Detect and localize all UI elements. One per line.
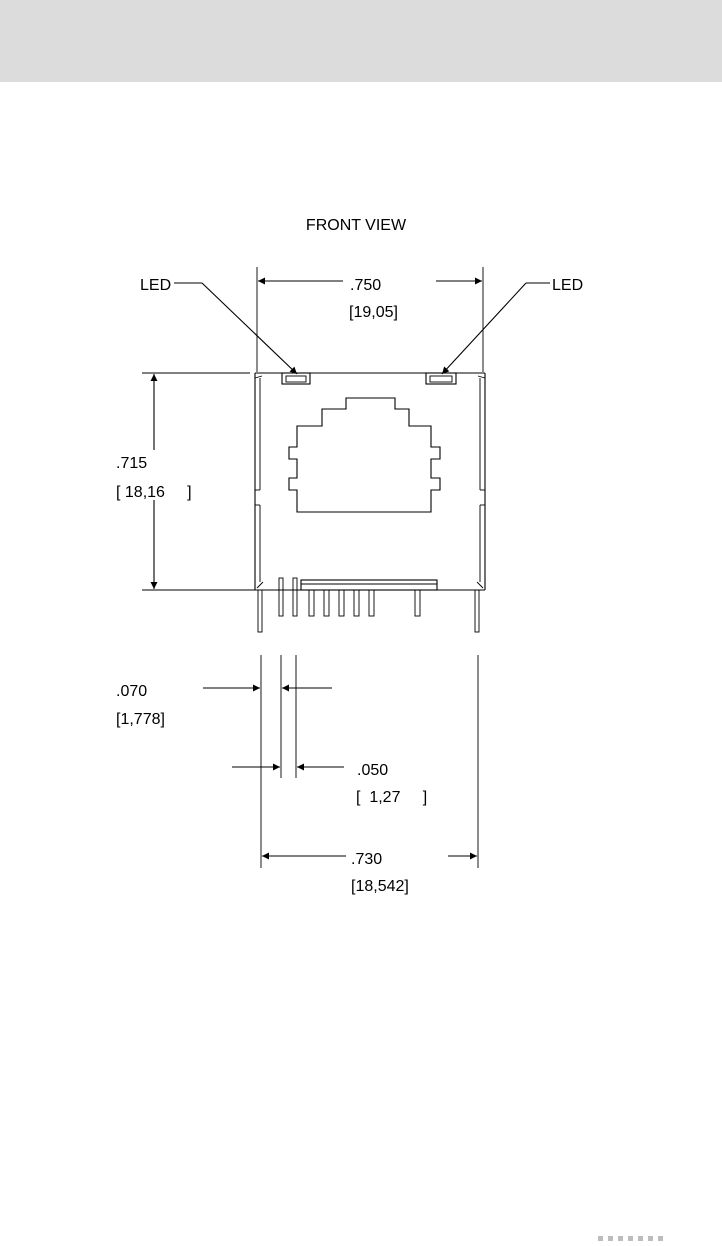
pins — [258, 578, 479, 632]
led-callout-right: LED — [552, 277, 583, 294]
dim-pin-offset-mm: [1,778] — [116, 711, 165, 728]
dim-width-bottom-inch: .730 — [351, 851, 382, 868]
led-window-left — [282, 373, 310, 384]
dim-width-top-inch: .750 — [350, 277, 381, 294]
pin-header — [301, 580, 437, 590]
page-indicator — [598, 1228, 670, 1234]
led-leader-right — [442, 283, 526, 374]
led-window-right — [426, 373, 456, 384]
led-callout-left: LED — [140, 277, 171, 294]
dim-width-bottom-mm: [18,542] — [351, 878, 409, 895]
led-leader-left — [202, 283, 297, 374]
dim-pin-pitch-inch: .050 — [357, 762, 388, 779]
dim-height-inch: .715 — [116, 455, 147, 472]
dim-pin-pitch-mm: [ 1,27 ] — [356, 789, 427, 806]
view-title: FRONT VIEW — [306, 217, 407, 234]
rj45-port-opening — [289, 398, 440, 512]
dim-pin-offset-inch: .070 — [116, 683, 147, 700]
dim-width-top-mm: [19,05] — [349, 304, 398, 321]
dim-height-mm: [ 18,16 ] — [116, 484, 192, 501]
